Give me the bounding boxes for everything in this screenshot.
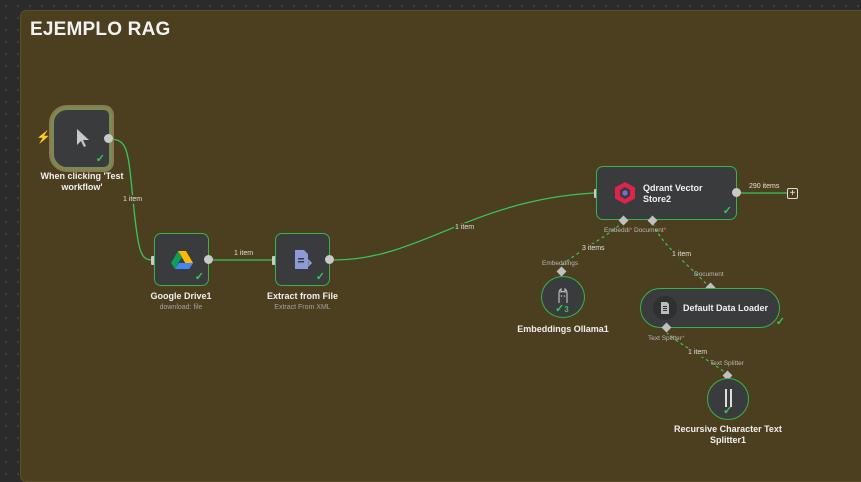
success-check-icon: ✓ <box>95 153 105 165</box>
loader-port-label: Document <box>694 271 724 278</box>
loader-label: Default Data Loader <box>683 303 769 313</box>
qdrant-label: Qdrant Vector Store2 <box>643 183 703 204</box>
node-default-data-loader[interactable]: Default Data Loader ✓ <box>640 288 785 328</box>
sticky-note-title: EJEMPLO RAG <box>30 19 171 40</box>
success-check-icon: ✓3 <box>555 303 569 315</box>
extract-subtitle: Extract From XML <box>274 304 331 311</box>
embeddings-port-label: Embeddings <box>542 260 579 267</box>
trigger-bolt-icon: ⚡ <box>36 130 51 144</box>
extract-file-icon <box>295 250 313 269</box>
success-check-icon: ✓ <box>194 271 204 283</box>
drive-subtitle: download: file <box>159 304 203 311</box>
edge-label-loader-qdrant: 1 item <box>671 250 693 259</box>
success-check-icon: ✓ <box>723 405 733 417</box>
edge-label-drive-extract: 1 item <box>233 249 255 258</box>
text-splitter-icon <box>725 389 732 407</box>
cursor-icon <box>77 129 89 147</box>
google-drive-icon <box>171 251 193 269</box>
splitter-port-label: Text Splitter <box>710 360 744 367</box>
trigger-output-port[interactable] <box>104 134 113 143</box>
success-check-icon: ✓ <box>722 205 732 217</box>
drive-output-port[interactable] <box>204 255 213 264</box>
node-embeddings-ollama[interactable]: ✓3 <box>541 276 585 318</box>
edge-label-embeddings-qdrant: 3 items <box>581 244 606 253</box>
edge-splitter-loader <box>666 332 729 376</box>
qdrant-icon <box>615 182 635 204</box>
document-icon <box>661 302 669 314</box>
add-node-button[interactable]: + <box>787 188 798 199</box>
qdrant-embedding-port-label: Embeddi* <box>604 227 633 234</box>
edge-label-splitter-loader: 1 item <box>687 348 709 357</box>
execution-count-badge: 3 <box>564 305 569 314</box>
edge-embeddings-qdrant <box>561 220 625 266</box>
drive-input-port[interactable] <box>151 256 156 265</box>
node-qdrant-vector-store[interactable]: Qdrant Vector Store2 ✓ <box>596 166 737 220</box>
extract-input-port[interactable] <box>272 256 277 265</box>
edge-label-extract-qdrant: 1 item <box>454 223 476 232</box>
splitter-label: Recursive Character Text Splitter1 <box>674 424 782 445</box>
success-check-icon: ✓ <box>315 271 325 283</box>
ollama-icon <box>558 288 568 303</box>
extract-label: Extract from File <box>266 291 339 301</box>
document-icon-circle <box>653 296 677 320</box>
node-manual-trigger[interactable]: ✓ <box>51 107 112 170</box>
node-recursive-text-splitter[interactable]: ✓ <box>707 378 749 420</box>
qdrant-output-count: 290 items <box>748 182 781 191</box>
drive-label: Google Drive1 <box>150 291 212 301</box>
qdrant-output-port[interactable] <box>732 188 741 197</box>
qdrant-document-port-label: Document* <box>634 227 667 234</box>
extract-output-port[interactable] <box>325 255 334 264</box>
edge-extract-qdrant <box>333 192 595 261</box>
loader-text-splitter-port-label: Text Splitter* <box>648 335 685 342</box>
trigger-label: When clicking 'Test workflow' <box>40 171 124 192</box>
success-check-icon: ✓ <box>775 316 785 328</box>
embeddings-label: Embeddings Ollama1 <box>517 324 609 334</box>
node-google-drive[interactable]: ✓ <box>154 233 209 286</box>
node-extract-from-file[interactable]: ✓ <box>275 233 330 286</box>
edge-label-trigger-drive: 1 item <box>122 195 144 204</box>
